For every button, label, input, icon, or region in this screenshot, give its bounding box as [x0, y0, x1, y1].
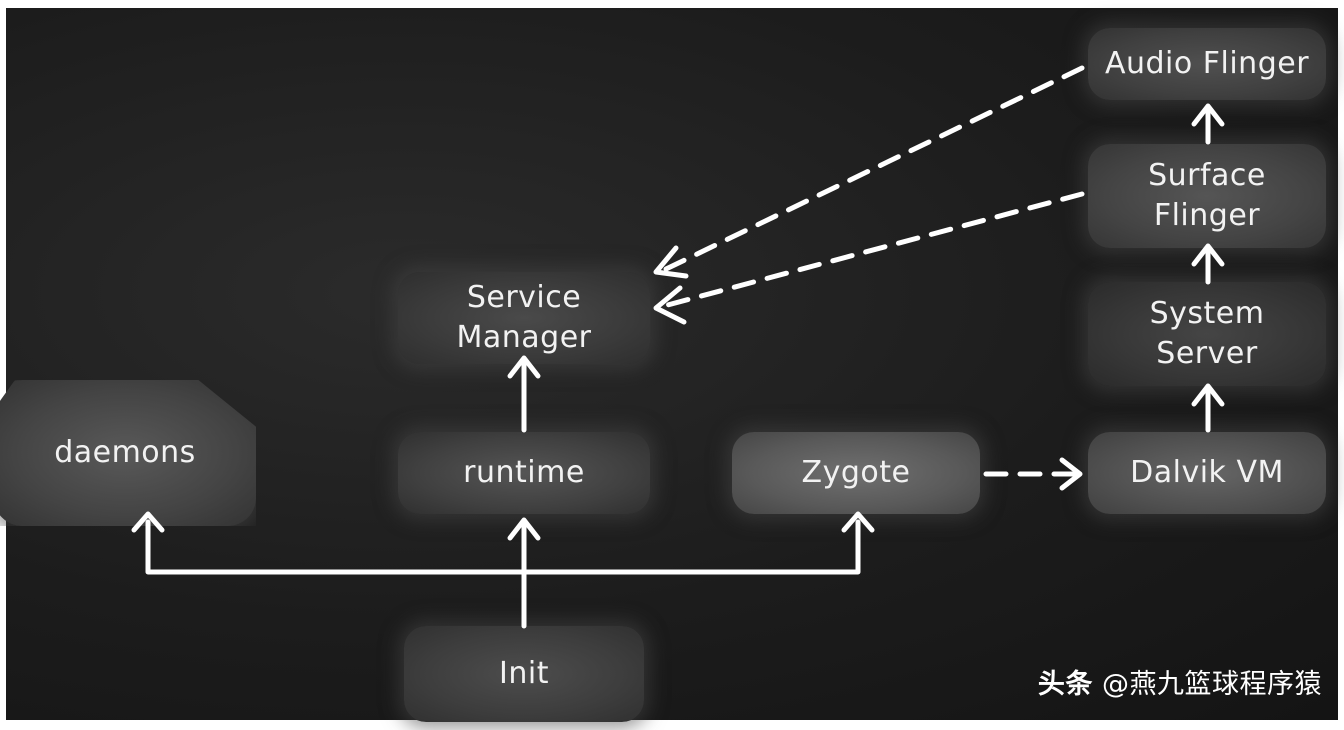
watermark-handle: @燕九篮球程序猿 — [1102, 669, 1322, 700]
watermark: 头条 @燕九篮球程序猿 — [1038, 668, 1322, 702]
arrowhead-dalvik — [1059, 457, 1083, 491]
node-service-manager: Service Manager — [398, 272, 650, 364]
node-runtime-label: runtime — [463, 455, 585, 490]
node-system-server: System Server — [1088, 282, 1326, 386]
edge-audio-flinger-service-manager — [661, 65, 1085, 273]
node-daemons-label: daemons — [54, 435, 196, 470]
node-dalvik-vm-label: Dalvik VM — [1130, 455, 1284, 490]
arrowhead-daemons — [131, 511, 165, 533]
arrowhead-service-manager-bottom — [653, 285, 687, 325]
arrowhead-surface-flinger — [1191, 243, 1225, 267]
node-dalvik-vm: Dalvik VM — [1088, 432, 1326, 514]
node-daemons: daemons — [0, 380, 256, 526]
node-runtime: runtime — [398, 432, 650, 514]
node-init-label: Init — [499, 656, 549, 691]
node-surface-flinger-label: Surface Flinger — [1148, 158, 1266, 233]
watermark-brand: 头条 — [1037, 669, 1093, 700]
arrowhead-audio-flinger — [1191, 103, 1225, 127]
node-init: Init — [404, 626, 644, 722]
node-surface-flinger: Surface Flinger — [1088, 144, 1326, 248]
arrowhead-runtime — [507, 517, 541, 541]
arrowhead-service-manager — [507, 355, 541, 379]
node-zygote-label: Zygote — [801, 455, 911, 490]
node-system-server-label: System Server — [1149, 296, 1265, 371]
node-audio-flinger-label: Audio Flinger — [1104, 46, 1310, 81]
node-service-manager-label: Service Manager — [456, 280, 592, 355]
arrowhead-service-manager-top — [653, 245, 689, 279]
node-zygote: Zygote — [732, 432, 980, 514]
arrowhead-system-server — [1191, 383, 1225, 407]
edge-init-daemons-zygote — [145, 519, 861, 575]
node-audio-flinger: Audio Flinger — [1088, 28, 1326, 100]
edge-surface-flinger-service-manager — [661, 191, 1085, 309]
arrowhead-zygote — [841, 511, 875, 533]
